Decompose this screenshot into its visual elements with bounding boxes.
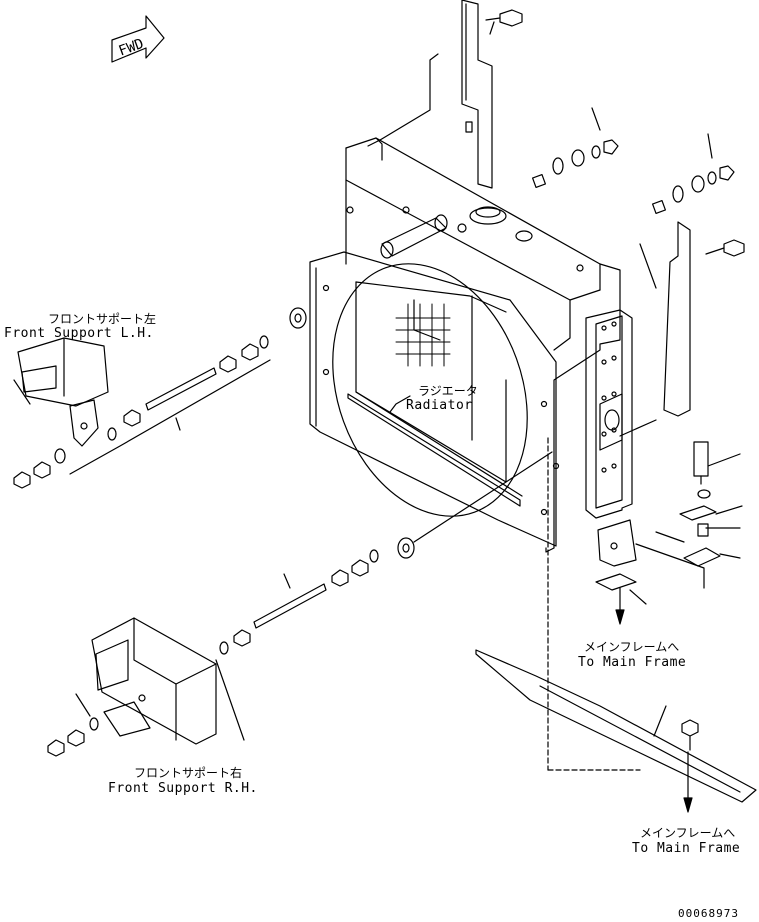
to-main-frame-lower-label-jp: メインフレームへ: [640, 826, 736, 840]
right-plate-leader: [639, 243, 657, 289]
drawing-number: 00068973: [678, 907, 739, 920]
rh-hardware-group: [47, 451, 553, 757]
bottom-plate-leader: [653, 705, 667, 737]
mounting-foot: [597, 519, 637, 567]
front-support-lh-label-en: Front Support L.H.: [4, 326, 154, 341]
fan-shroud: [309, 251, 560, 547]
top-seal-plate: [461, 0, 493, 189]
lh-left-leader: [13, 379, 31, 405]
to-main-frame-arrow-lower-icon: [683, 751, 693, 813]
right-bottom-hardware: [595, 441, 743, 605]
front-support-rh-label-jp: フロントサポート右: [134, 766, 243, 780]
front-support-lh-label-jp: フロントサポート左: [48, 312, 157, 326]
to-main-frame-lower-label-en: To Main Frame: [632, 841, 741, 856]
front-support-rh-part: [91, 617, 217, 745]
plate-leader: [367, 53, 439, 147]
radiator-leader: [389, 395, 411, 413]
upper-cross-tube: [380, 214, 448, 259]
lh-hardware-group: [13, 307, 307, 489]
upper-right-leader: [707, 133, 713, 159]
to-main-frame-upper-label-en: To Main Frame: [578, 655, 687, 670]
to-main-frame-arrow-upper-icon: [615, 587, 625, 625]
radiator-core-body: [345, 137, 621, 553]
radiator-label-en: Radiator: [406, 398, 473, 413]
right-seal-plate: [663, 221, 691, 417]
upper-washer-stack-right: [651, 165, 735, 215]
bolt-leader: [489, 21, 495, 35]
upper-left-leader: [591, 107, 601, 131]
bottom-seal-plate: [475, 649, 757, 803]
bottom-bolt-icon: [681, 719, 699, 751]
radiator-label-jp: ラジエータ: [418, 384, 478, 398]
upper-washer-stack-left: [531, 139, 619, 189]
to-main-frame-upper-label-jp: メインフレームへ: [584, 640, 680, 654]
radiator-grid-icon: [395, 303, 451, 367]
fwd-direction-text: FWD: [117, 36, 146, 60]
rh-right-leader: [215, 659, 245, 741]
alignment-lines: [547, 437, 641, 771]
top-bolt-icon: [485, 9, 523, 27]
front-support-lh-part: [17, 337, 109, 447]
fwd-direction-arrow-icon: FWD: [111, 15, 165, 63]
front-support-rh-label-en: Front Support R.H.: [108, 781, 258, 796]
right-bolt-icon: [705, 239, 745, 257]
right-side-bracket: [585, 309, 633, 519]
